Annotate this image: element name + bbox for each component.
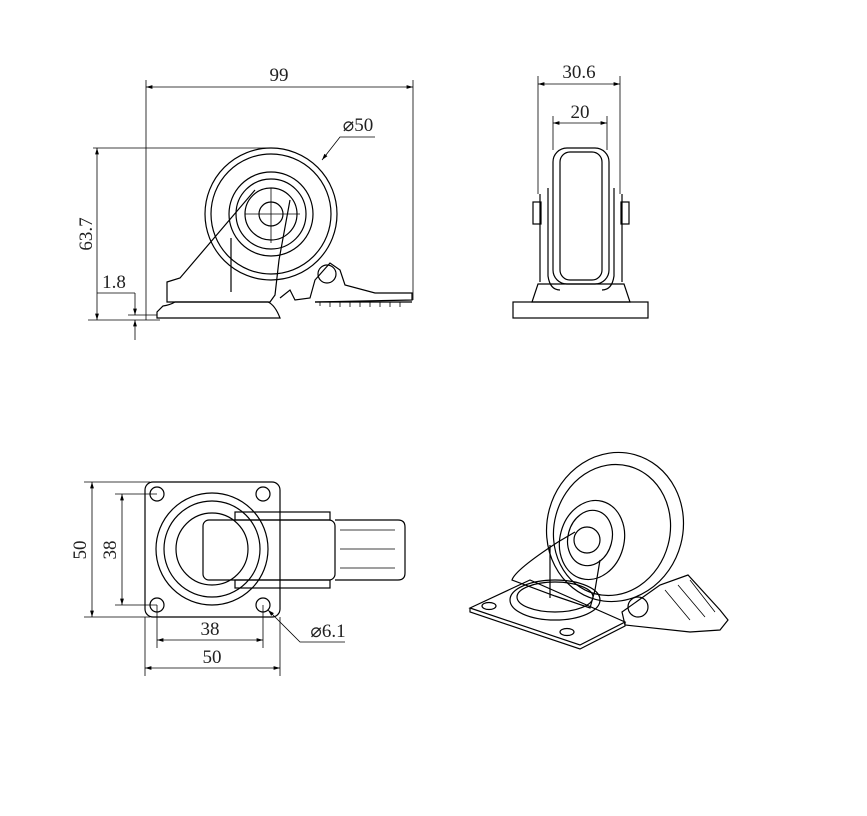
- side-view-caster: [156, 147, 413, 319]
- dimension-plate-height: 50: [70, 541, 91, 560]
- top-view: 50 38 38 50 ⌀6.1: [70, 481, 406, 676]
- dimension-hole-spacing-vertical: 38: [100, 541, 121, 560]
- dimension-hole-spacing-horizontal: 38: [201, 619, 220, 640]
- dimension-wheel-diameter: ⌀50: [343, 115, 373, 136]
- dimension-plate-width: 50: [203, 647, 222, 668]
- dimension-overall-length: 99: [270, 65, 289, 86]
- side-view: 99 63.7 1.8 ⌀50: [76, 65, 414, 340]
- front-view: 30.6 20: [512, 62, 649, 319]
- isometric-view: [468, 451, 729, 650]
- dimension-total-width: 30.6: [562, 62, 595, 83]
- dimension-overall-height: 63.7: [76, 217, 97, 250]
- dimension-wheel-width: 20: [571, 102, 590, 123]
- dimension-hole-diameter: ⌀6.1: [310, 621, 345, 642]
- dimension-plate-thickness: 1.8: [102, 272, 126, 293]
